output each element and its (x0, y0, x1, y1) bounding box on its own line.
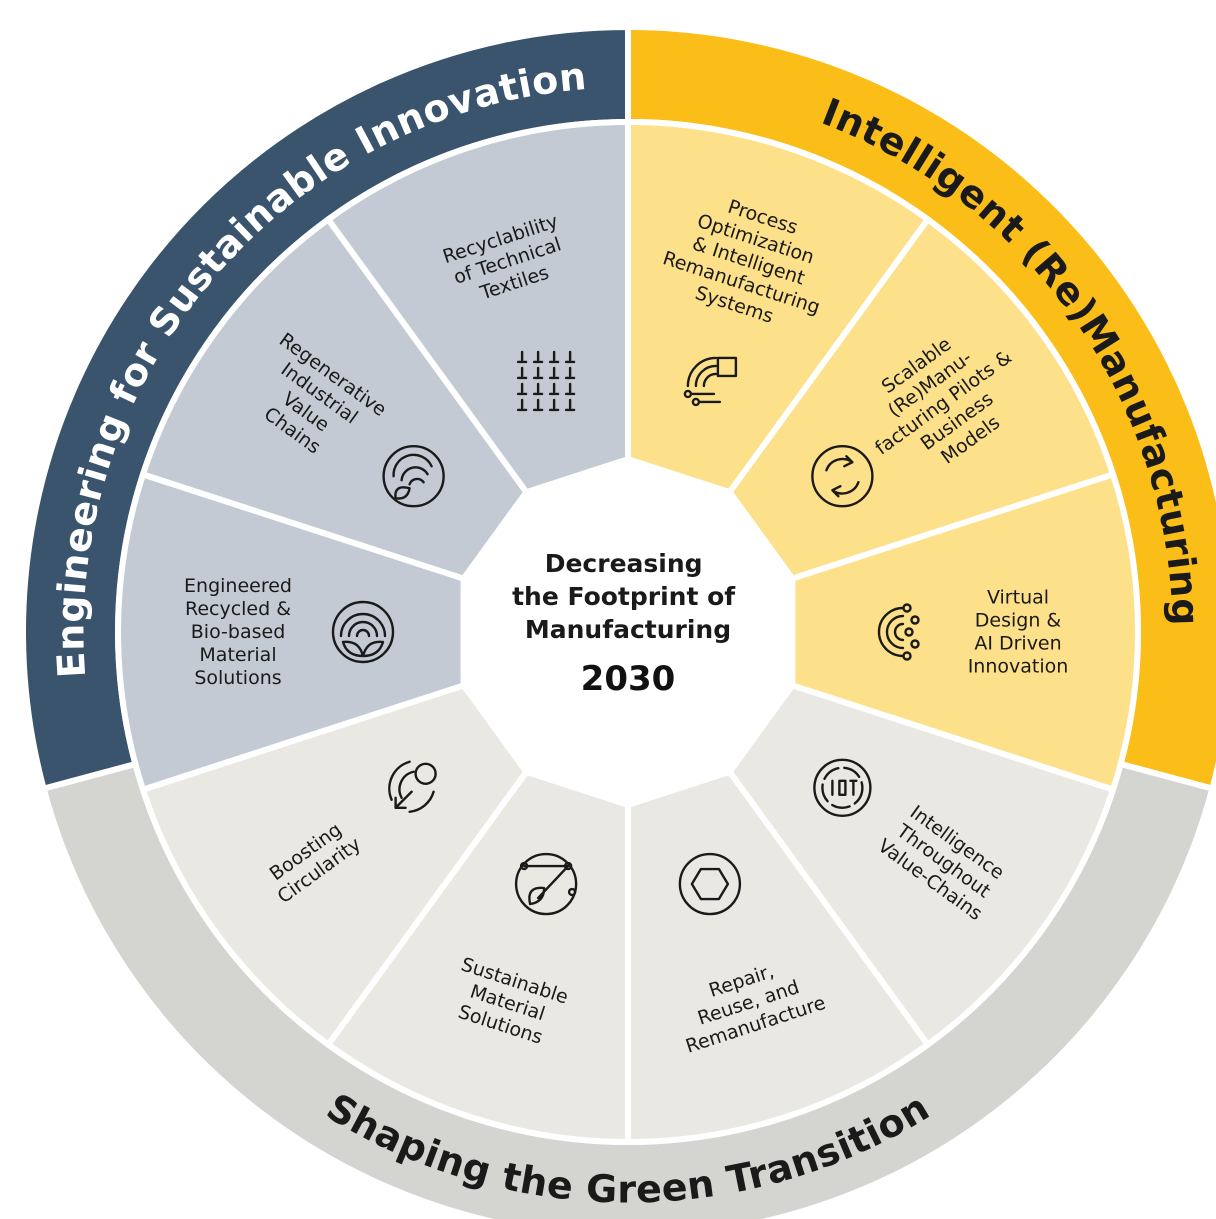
circular-arrows-icon (811, 445, 874, 508)
iot-icon (813, 758, 872, 817)
textile-pattern-icon (516, 350, 576, 412)
segment-7: BoostingCircularity (139, 677, 539, 1049)
circuit-square-icon (683, 356, 738, 407)
center-year: 2030 (581, 659, 676, 699)
segment-2: Scalable(Re)Manu-facturing Pilots &Busin… (717, 215, 1117, 587)
center-title-line-3: Manufacturing (525, 615, 731, 644)
center-title-line-1: Decreasing (545, 549, 703, 578)
center-hub: Decreasing the Footprint of Manufacturin… (460, 456, 796, 808)
center-title-line-2: the Footprint of (512, 582, 736, 611)
circular-arrow-icon (388, 760, 437, 813)
leaf-network-icon (514, 852, 578, 916)
segment-6: SustainableMaterialSolutions (324, 757, 631, 1146)
circuit-arc-icon (877, 603, 920, 661)
leaf-waves-icon (382, 445, 445, 508)
svg-text:Decreasing the Footprint: Decreasing the Footprint of Manufacturin… (512, 549, 744, 644)
segment-5: Repair,Reuse, andRemanufacture (625, 757, 932, 1146)
hexagon-icon (678, 852, 742, 916)
segment-9: RegenerativeIndustrialValueChains (139, 215, 539, 587)
segment-4: IntelligenceThroughoutValue-Chains (717, 677, 1117, 1049)
segment-ring: ProcessOptimization& IntelligentRemanufa… (115, 118, 1142, 1146)
center-hub-shape (460, 456, 796, 808)
layered-leaf-icon (331, 600, 395, 664)
